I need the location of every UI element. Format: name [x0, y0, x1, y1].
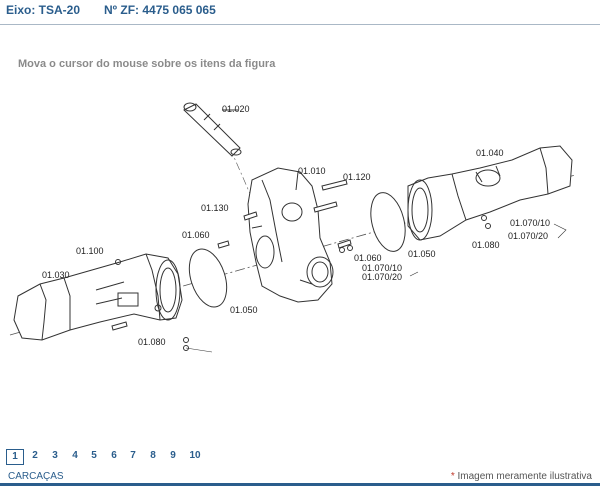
- callout-01-050-left[interactable]: 01.050: [230, 305, 258, 315]
- bolt-parts[interactable]: [111, 179, 352, 331]
- section-title: CARCAÇAS: [8, 471, 64, 482]
- instruction-text: Mova o cursor do mouse sobre os itens da…: [18, 58, 276, 70]
- callout-01-120[interactable]: 01.120: [343, 172, 371, 182]
- footer-divider: [0, 483, 600, 486]
- illustrative-note: * Imagem meramente ilustrativa: [451, 471, 592, 482]
- callout-01-070-20-right[interactable]: 01.070/20: [508, 231, 548, 241]
- axle-label: Eixo: TSA-20: [6, 3, 81, 17]
- left-axle-housing[interactable]: [13, 253, 183, 341]
- callout-01-050-right[interactable]: 01.050: [408, 249, 436, 259]
- note-text: Imagem meramente ilustrativa: [457, 471, 593, 482]
- callout-01-010[interactable]: 01.010: [298, 166, 326, 176]
- callout-01-030[interactable]: 01.030: [42, 270, 70, 280]
- callout-01-060-left[interactable]: 01.060: [182, 230, 210, 240]
- exploded-view-figure: 01.020 01.010 01.120 01.130 01.060 01.10…: [9, 102, 576, 353]
- callout-01-080-right[interactable]: 01.080: [472, 240, 500, 250]
- page-10-link[interactable]: 10: [189, 450, 201, 461]
- callout-01-060-right[interactable]: 01.060: [354, 253, 382, 263]
- shaft-part[interactable]: [183, 102, 242, 157]
- callout-01-040[interactable]: 01.040: [476, 148, 504, 158]
- callout-01-080-left[interactable]: 01.080: [138, 337, 166, 347]
- page-6-link[interactable]: 6: [111, 450, 117, 461]
- callout-01-130[interactable]: 01.130: [201, 203, 229, 213]
- page-7-link[interactable]: 7: [130, 450, 136, 461]
- callout-01-070-10-right[interactable]: 01.070/10: [510, 218, 550, 228]
- page-1-link[interactable]: 1: [6, 449, 24, 465]
- page-2-link[interactable]: 2: [32, 450, 38, 461]
- page-9-link[interactable]: 9: [170, 450, 176, 461]
- callout-01-070-10-center[interactable]: 01.070/10: [362, 263, 402, 273]
- right-axle-housing[interactable]: [407, 145, 573, 241]
- nut-parts[interactable]: [115, 215, 491, 351]
- zf-number-label: Nº ZF: 4475 065 065: [104, 3, 216, 17]
- note-star: *: [450, 471, 455, 482]
- page-3-link[interactable]: 3: [52, 450, 58, 461]
- page-5-link[interactable]: 5: [91, 450, 97, 461]
- callout-01-020[interactable]: 01.020: [222, 104, 250, 114]
- header-bar: Eixo: TSA-20 Nº ZF: 4475 065 065: [0, 0, 600, 25]
- page-4-link[interactable]: 4: [72, 450, 78, 461]
- right-gasket[interactable]: [365, 189, 411, 255]
- callout-01-070-20-center[interactable]: 01.070/20: [362, 272, 402, 282]
- left-gasket[interactable]: [183, 244, 234, 312]
- page-8-link[interactable]: 8: [150, 450, 156, 461]
- callout-01-100[interactable]: 01.100: [76, 246, 104, 256]
- central-carrier[interactable]: [247, 167, 334, 303]
